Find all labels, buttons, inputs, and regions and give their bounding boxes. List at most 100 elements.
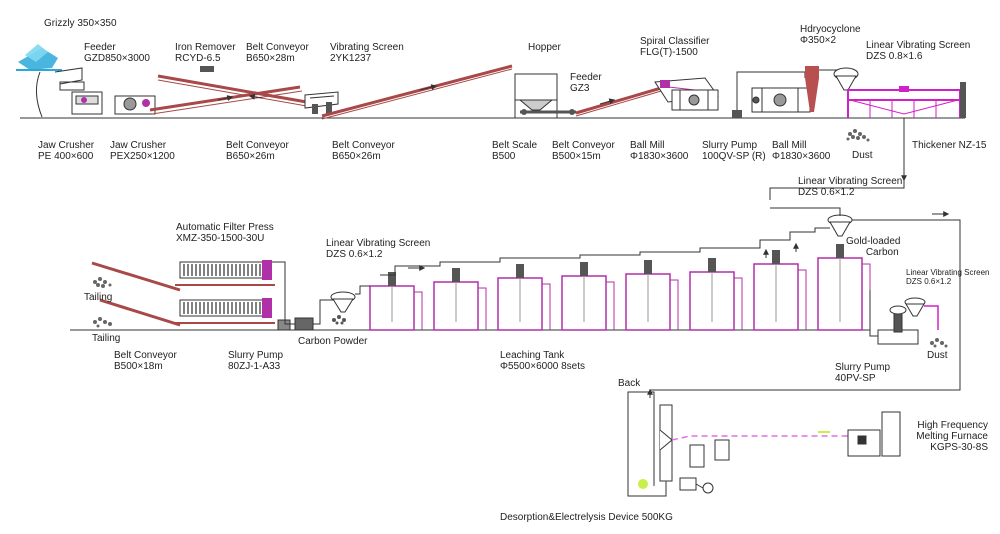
desorption-device-icon bbox=[627, 391, 730, 497]
label-name: Linear Vibrating Screen bbox=[798, 176, 903, 187]
dust-pipe bbox=[924, 305, 939, 330]
label-name: Iron Remover bbox=[175, 42, 236, 53]
label-spec: B500 bbox=[492, 151, 516, 162]
flow-arrow-icon bbox=[599, 98, 616, 105]
label-spec: 40PV-SP bbox=[835, 373, 876, 384]
label-name: Dust bbox=[852, 150, 873, 161]
label-gold-loaded-carbon: Gold-loaded Carbon bbox=[846, 236, 900, 258]
belt-conveyor-long-icon bbox=[321, 64, 513, 120]
slurry-pump-left-icon bbox=[277, 317, 314, 331]
leaching-tank bbox=[369, 272, 423, 331]
label-leaching-tank: Leaching Tank Φ5500×6000 8sets bbox=[500, 350, 585, 372]
label-name: High Frequency bbox=[917, 420, 988, 431]
linear-vibrating-screen-icon bbox=[833, 67, 859, 91]
dust-pile-right-icon bbox=[930, 338, 948, 348]
label-name: Tailing bbox=[84, 292, 113, 303]
leaching-tank bbox=[753, 250, 807, 331]
leaching-tank bbox=[689, 258, 743, 331]
flow-arrow-icon bbox=[217, 95, 234, 101]
label-linear-vibrating-screen-3: Linear Vibrating Screen DZS 0.6×1.2 bbox=[326, 238, 430, 260]
tailing-pile-top-icon bbox=[93, 277, 112, 288]
label-name: Slurry Pump bbox=[702, 140, 758, 151]
label-linear-vibrating-screen-4: Linear Vibrating Screen DZS 0.6×1.2 bbox=[906, 268, 989, 286]
label-name: Belt Conveyor bbox=[226, 140, 289, 151]
label-name: Belt Conveyor bbox=[552, 140, 615, 151]
jaw-crusher-secondary-icon bbox=[114, 95, 156, 115]
label-name: Ball Mill bbox=[630, 140, 665, 151]
label-linear-vibrating-screen-2: Linear Vibrating Screen DZS 0.6×1.2 bbox=[798, 176, 902, 198]
hydrocyclone-icon bbox=[805, 66, 819, 112]
label-name: Linear Vibrating Screen bbox=[326, 238, 431, 249]
label-spec: B500×18m bbox=[114, 361, 163, 372]
label-name: Hdryocyclone bbox=[800, 24, 861, 35]
label-name: Linear Vibrating Screen bbox=[906, 268, 990, 277]
label-thickener: Thickener NZ-15 bbox=[912, 140, 986, 151]
label-name: Belt Conveyor bbox=[246, 42, 309, 53]
label-name: Feeder bbox=[84, 42, 116, 53]
label-spec: DZS 0.6×1.2 bbox=[326, 249, 383, 260]
pipe-line bbox=[770, 207, 841, 216]
filter-press-icon bbox=[175, 260, 275, 324]
label-spec: DZS 0.8×1.6 bbox=[866, 51, 923, 62]
tailing-pile-bottom-icon bbox=[93, 317, 112, 328]
label-name: Belt Conveyor bbox=[114, 350, 177, 361]
label-name: Belt Scale bbox=[492, 140, 538, 151]
label-spec: DZS 0.6×1.2 bbox=[798, 187, 855, 198]
label-belt-conveyor-2: Belt Conveyor B650×26m bbox=[226, 140, 289, 162]
leaching-tank bbox=[561, 262, 615, 331]
label-spiral-classifier: Spiral Classifier FLG(T)-1500 bbox=[640, 36, 709, 58]
label-spec: PEX250×1200 bbox=[110, 151, 175, 162]
thickener-end-marker bbox=[960, 82, 966, 118]
linear-vibrating-screen-left-icon bbox=[330, 291, 356, 313]
label-spec: Φ1830×3600 bbox=[772, 151, 831, 162]
label-name: Ball Mill bbox=[772, 140, 807, 151]
jaw-crusher-icon bbox=[71, 91, 103, 115]
belt-conveyor-icon bbox=[149, 85, 303, 115]
label-feeder-secondary: Feeder GZ3 bbox=[570, 72, 602, 94]
furnace-link-dashed bbox=[671, 435, 850, 441]
pipe-line bbox=[769, 118, 905, 200]
label-name: Jaw Crusher bbox=[110, 140, 167, 151]
label-name: Grizzly bbox=[44, 18, 75, 29]
feeder-icon bbox=[54, 67, 85, 91]
pipe-line bbox=[313, 299, 333, 325]
label-tailing-1: Tailing bbox=[84, 292, 112, 303]
label-dust-1: Dust bbox=[852, 150, 873, 161]
label-spec: Φ350×2 bbox=[800, 35, 837, 46]
label-back: Back bbox=[618, 378, 640, 389]
label-name: Leaching Tank bbox=[500, 350, 565, 361]
ball-mill-icon bbox=[671, 89, 719, 111]
label-spec: 2YK1237 bbox=[330, 53, 372, 64]
leaching-tank bbox=[817, 244, 871, 331]
pipe-line bbox=[355, 285, 370, 295]
pipe-line bbox=[260, 261, 295, 325]
slurry-pump-right-icon bbox=[877, 305, 919, 345]
iron-remover-icon bbox=[200, 66, 214, 72]
thickener-icon bbox=[847, 86, 961, 118]
label-spec: Φ1830×3600 bbox=[630, 151, 689, 162]
label-name: Vibrating Screen bbox=[330, 42, 404, 53]
label-spec: B650×28m bbox=[246, 53, 295, 64]
grizzly-icon bbox=[16, 44, 62, 118]
label-name: Carbon Powder bbox=[298, 336, 368, 347]
label-slurry-pump-2: Slurry Pump 80ZJ-1-A33 bbox=[228, 350, 283, 372]
label-spec: B500×15m bbox=[552, 151, 601, 162]
label-melting-furnace: High Frequency Melting Furnace KGPS-30-8… bbox=[904, 420, 988, 453]
label-spec: 80ZJ-1-A33 bbox=[228, 361, 281, 372]
label-belt-scale: Belt Scale B500 bbox=[492, 140, 537, 162]
leaching-tank bbox=[497, 264, 551, 331]
label-name: Hopper bbox=[528, 42, 561, 53]
label-jaw-crusher-2: Jaw Crusher PEX250×1200 bbox=[110, 140, 175, 162]
glow-indicator-icon bbox=[638, 479, 648, 489]
leaching-tank-group bbox=[369, 244, 871, 331]
hopper-icon bbox=[514, 73, 558, 118]
label-name: Gold-loaded bbox=[846, 236, 901, 247]
label-spec: GZD850×3000 bbox=[84, 53, 150, 64]
label-spec: 350×350 bbox=[77, 18, 117, 29]
label-name: Back bbox=[618, 378, 641, 389]
label-spec: B650×26m bbox=[332, 151, 381, 162]
label-spec: Melting Furnace bbox=[916, 431, 988, 442]
label-spec: Carbon bbox=[865, 247, 899, 258]
label-name: Slurry Pump bbox=[835, 362, 891, 373]
